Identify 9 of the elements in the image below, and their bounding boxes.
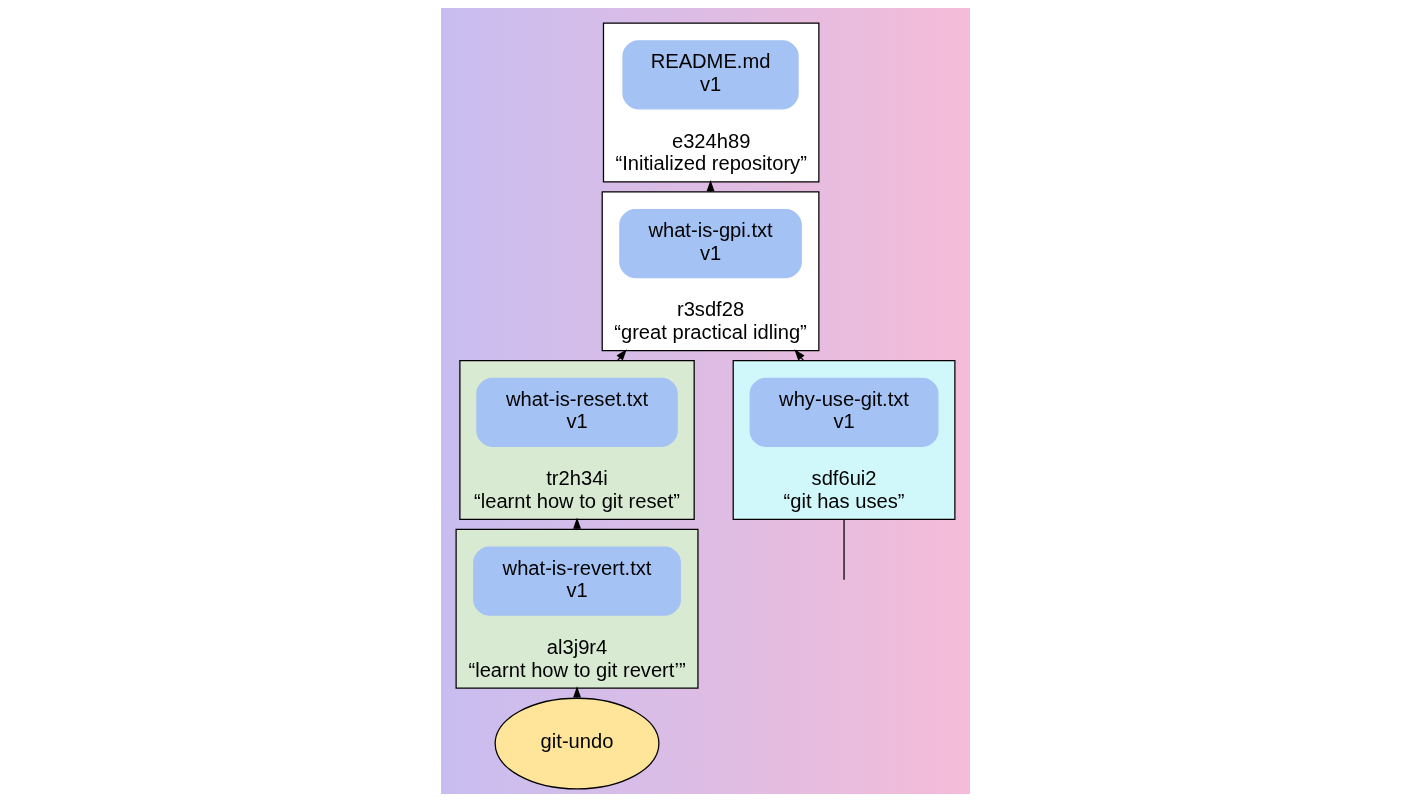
arrow (706, 179, 714, 193)
node-box: why-use-git.txt v1 (749, 377, 938, 447)
node-box: README.md v1 (621, 40, 799, 110)
arrow (793, 349, 804, 362)
node-box: what-is-reset.txt v1 (475, 377, 678, 447)
node-box: what-is-revert.txt v1 (472, 546, 681, 616)
arrow (616, 349, 627, 362)
connector (842, 518, 845, 581)
node-box: what-is-gpi.txt v1 (618, 208, 802, 279)
